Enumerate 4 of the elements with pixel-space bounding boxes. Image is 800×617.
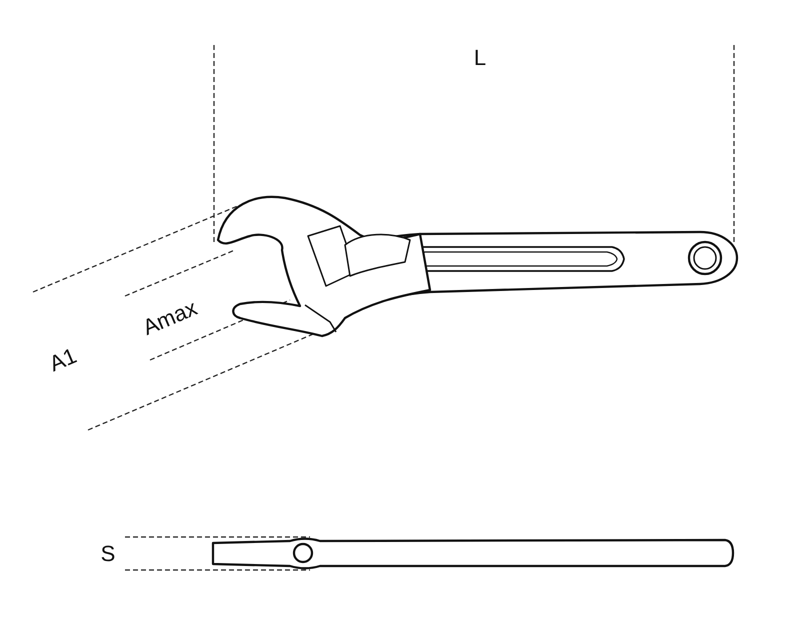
dimension-label: A1 xyxy=(46,344,80,376)
dimension-label: Amax xyxy=(140,296,200,340)
dimension-label: L xyxy=(474,47,486,69)
dimension-label: S xyxy=(100,543,116,565)
